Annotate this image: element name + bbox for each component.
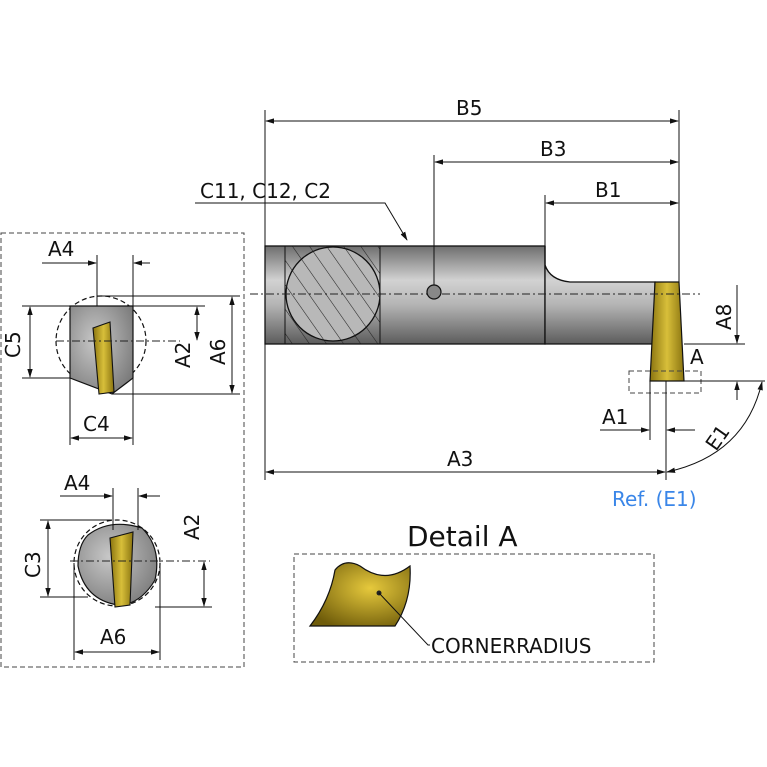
label-b1: B1 [595,178,621,202]
end-view-top [22,255,240,445]
label-cornerradius: CORNERRADIUS [431,634,592,658]
label-c11-c12-c2: C11, C12, C2 [200,179,331,203]
label-b3: B3 [540,137,566,161]
label-top-a2: A2 [171,342,195,368]
label-bot-a2: A2 [180,514,204,540]
tool-neck [544,246,656,345]
label-top-c5: C5 [1,331,25,358]
label-bot-a6: A6 [100,625,126,649]
main-view [250,245,702,394]
label-a1: A1 [602,405,628,429]
label-b5: B5 [456,96,482,120]
label-ref-e1: Ref. (E1) [612,487,697,511]
label-e1: E1 [700,420,734,455]
label-top-a4: A4 [48,237,74,261]
coolant-hole [426,284,442,300]
label-a3: A3 [447,447,473,471]
detail-insert-shape [308,562,411,627]
cutting-insert [649,281,685,382]
detail-a-title: Detail A [407,520,518,553]
dimensions-main [195,110,765,480]
label-bot-a4: A4 [64,471,90,495]
label-top-a6: A6 [206,339,230,365]
detail-a-panel: Detail A CORNERRADIUS [293,520,655,663]
label-a: A [690,345,704,369]
label-bot-c3: C3 [21,551,45,578]
end-views-panel: A4 C5 A2 A6 C4 A4 A2 [0,232,245,668]
label-a8: A8 [712,304,736,330]
label-top-c4: C4 [83,412,110,436]
end-view-bottom [40,488,212,660]
